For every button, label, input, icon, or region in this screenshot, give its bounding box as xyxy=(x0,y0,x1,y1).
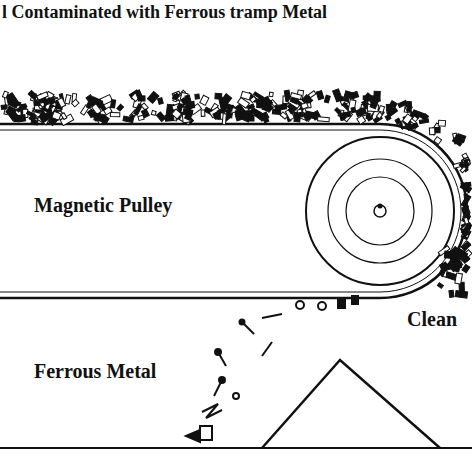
ferrous-pieces xyxy=(186,296,358,442)
pulley-ring xyxy=(328,159,432,263)
magnetic-pulley xyxy=(306,137,454,285)
title: l Contaminated with Ferrous tramp Metal xyxy=(2,2,327,23)
output-label: Ferrous Metal xyxy=(34,360,156,383)
material-heap xyxy=(1,89,472,298)
part-label: Magnetic Pulley xyxy=(34,194,172,217)
ground-line xyxy=(0,447,472,449)
shaft-dot xyxy=(378,204,383,209)
belt-inner xyxy=(0,130,461,292)
conveyor-belt xyxy=(0,124,467,298)
splitter xyxy=(262,360,440,448)
output-label: Clean xyxy=(407,308,457,331)
pulley-hub xyxy=(346,177,414,245)
